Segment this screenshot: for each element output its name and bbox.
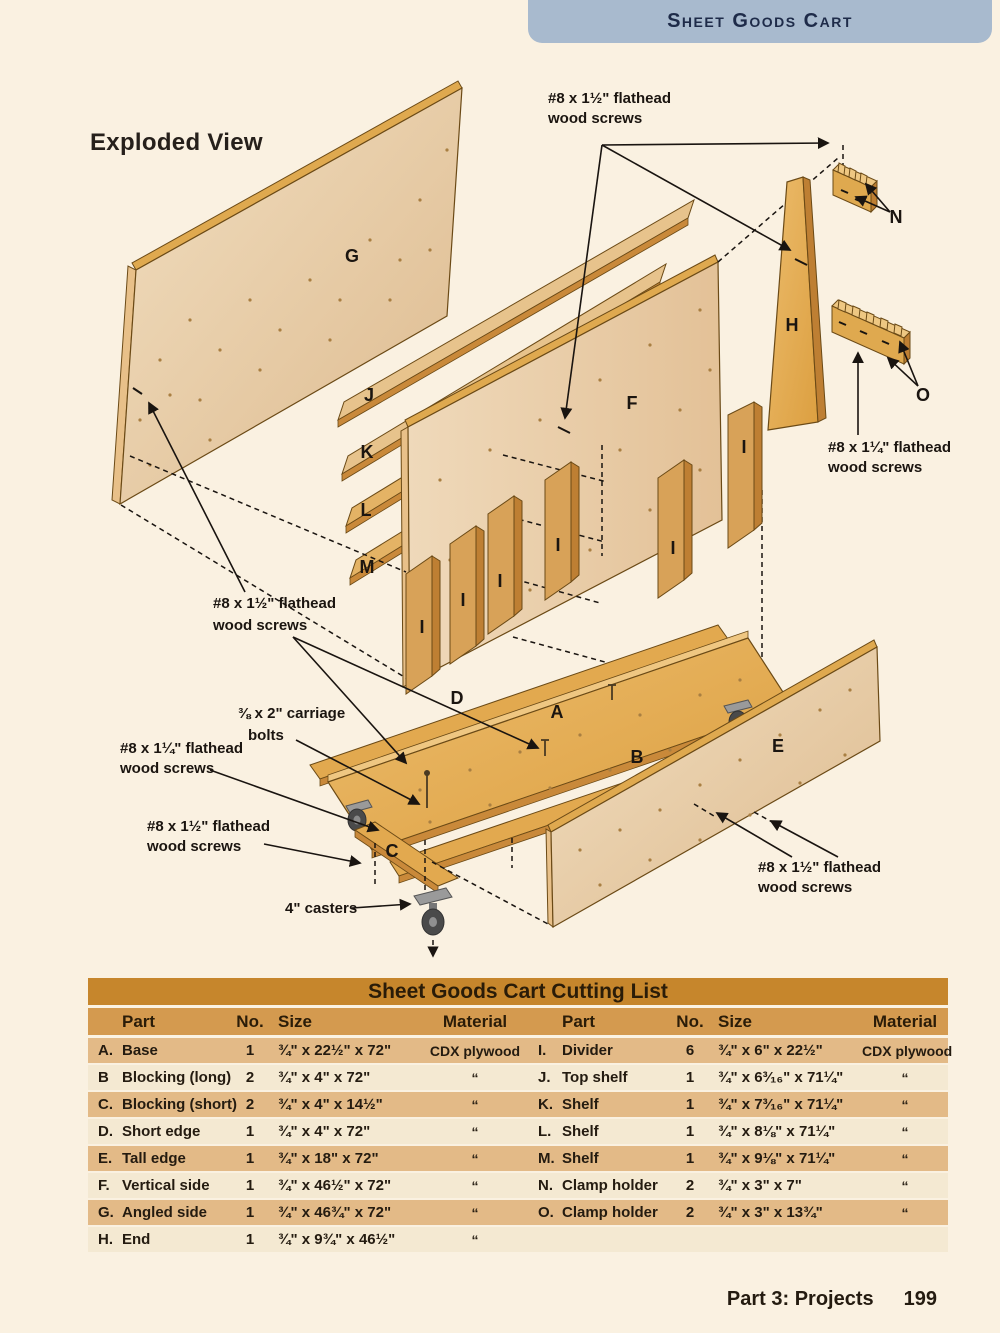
caster-rear xyxy=(345,799,373,832)
footer-page-number: 199 xyxy=(903,1288,937,1310)
label-M: M xyxy=(360,557,375,577)
label-I4: I xyxy=(555,535,560,555)
page-footer: Part 3: Projects 199 xyxy=(727,1288,937,1311)
footer-section: Part 3: Projects xyxy=(726,1288,874,1310)
part-H-end xyxy=(767,176,827,431)
callout-right-screws: #8 x 1¼" flathead xyxy=(828,439,951,456)
diagram-title: Exploded View xyxy=(90,129,263,156)
svg-text:bolts: bolts xyxy=(248,727,284,744)
callout-carriage-bolts: ⅜ x 2" carriage xyxy=(238,705,345,722)
part-N-clamp-holder xyxy=(832,162,878,214)
callout-left-screws3: #8 x 1½" flathead xyxy=(147,818,270,835)
alignment-dashes-bottom xyxy=(374,803,773,958)
part-O-clamp-holder xyxy=(831,299,911,366)
panel-dots xyxy=(418,678,782,824)
callout-left-screws2: #8 x 1¼" flathead xyxy=(120,740,243,757)
part-I-dividers xyxy=(405,401,763,695)
label-L: L xyxy=(361,500,372,520)
label-D: D xyxy=(451,688,464,708)
label-I1: I xyxy=(419,617,424,637)
label-I3: I xyxy=(497,571,502,591)
cutting-list-header: Part No. Size Material Part No. Size Mat… xyxy=(88,1008,948,1038)
exploded-view-diagram: #8 x 1½" flathead wood screws #8 x 1¼" f… xyxy=(111,80,951,958)
leader-arrows xyxy=(148,137,919,911)
callout-labels: #8 x 1½" flathead wood screws #8 x 1¼" f… xyxy=(119,90,951,917)
label-A: A xyxy=(551,702,564,722)
label-N: N xyxy=(890,207,903,227)
svg-text:wood screws: wood screws xyxy=(212,617,307,634)
label-C: C xyxy=(386,841,399,861)
part-G-angled-side xyxy=(111,80,463,506)
carriage-bolt-head xyxy=(424,770,430,776)
part-letter-labels: G H F N O J K L M I I I I I I D A B C E xyxy=(345,207,930,861)
svg-text:wood screws: wood screws xyxy=(547,110,642,127)
callout-top-screws: #8 x 1½" flathead xyxy=(548,90,671,107)
part-E-tall-edge xyxy=(545,639,881,929)
callout-bottom-right-screws: #8 x 1½" flathead xyxy=(758,859,881,876)
callout-left-screws: #8 x 1½" flathead xyxy=(213,595,336,612)
svg-text:wood screws: wood screws xyxy=(757,879,852,896)
label-I5: I xyxy=(670,538,675,558)
part-A-base xyxy=(327,630,793,859)
cutting-list-title: Sheet Goods Cart Cutting List xyxy=(88,978,948,1008)
caster-front xyxy=(413,887,453,936)
panel-dots xyxy=(138,148,449,467)
svg-text:wood screws: wood screws xyxy=(146,838,241,855)
label-H: H xyxy=(786,315,799,335)
svg-text:wood screws: wood screws xyxy=(827,459,922,476)
part-J-top-shelf xyxy=(337,198,695,428)
screws xyxy=(426,684,616,808)
label-E: E xyxy=(772,736,784,756)
cutting-list-table: Sheet Goods Cart Cutting List Part No. S… xyxy=(88,978,952,1254)
label-I6: I xyxy=(741,437,746,457)
chapter-tab-label: Sheet Goods Cart xyxy=(667,10,853,32)
label-G: G xyxy=(345,246,359,266)
chapter-tab: Sheet Goods Cart xyxy=(528,0,992,43)
svg-text:wood screws: wood screws xyxy=(119,760,214,777)
panel-dots xyxy=(578,688,852,887)
callout-casters: 4" casters xyxy=(285,900,357,917)
label-B: B xyxy=(631,747,644,767)
label-K: K xyxy=(361,442,374,462)
label-O: O xyxy=(916,385,930,405)
label-F: F xyxy=(627,393,638,413)
label-J: J xyxy=(364,385,374,405)
label-I2: I xyxy=(460,590,465,610)
